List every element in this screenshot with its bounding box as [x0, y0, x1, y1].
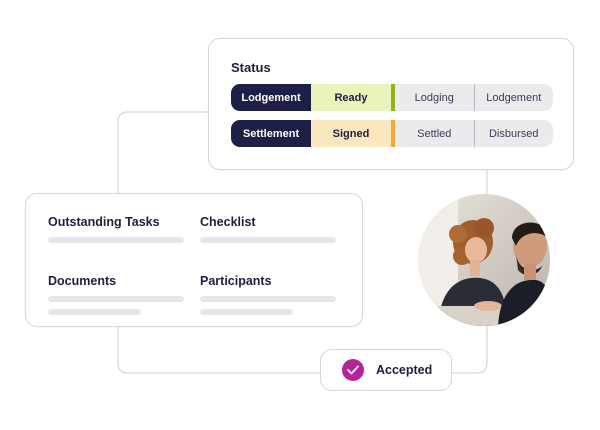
section-title: Checklist — [200, 215, 256, 229]
section-participants[interactable]: Participants — [200, 274, 352, 326]
section-outstanding-tasks[interactable]: Outstanding Tasks — [48, 215, 200, 254]
status-step: Lodging — [414, 91, 454, 104]
section-title: Documents — [48, 274, 117, 288]
accepted-badge[interactable]: Accepted — [320, 349, 452, 391]
status-row-lodgement[interactable]: Lodgement Ready Lodging Lodgement — [231, 84, 553, 111]
status-card: Status Lodgement Ready Lodging Lodgement… — [208, 38, 574, 170]
skeleton-line — [48, 296, 184, 302]
status-accent-bar — [391, 84, 395, 111]
status-step: Disbursed — [488, 127, 539, 140]
skeleton-line — [200, 309, 293, 315]
status-row-settlement[interactable]: Settlement Signed Settled Disbursed — [231, 120, 553, 147]
status-step: Lodgement — [486, 91, 542, 104]
people-photo-illustration — [418, 194, 550, 326]
skeleton-line — [48, 237, 184, 243]
status-row-label: Settlement — [231, 120, 311, 147]
skeleton-line — [200, 237, 336, 243]
status-step-divider — [473, 84, 475, 111]
status-title: Status — [231, 60, 271, 75]
section-checklist[interactable]: Checklist — [200, 215, 352, 254]
status-step-divider — [473, 120, 475, 147]
check-icon — [342, 359, 364, 381]
status-stage-ready: Ready — [311, 84, 391, 111]
accepted-label: Accepted — [376, 363, 433, 377]
section-title: Participants — [200, 274, 272, 288]
status-accent-bar — [391, 120, 395, 147]
status-step: Settled — [417, 127, 452, 140]
status-row-label: Lodgement — [231, 84, 311, 111]
tasks-card: Outstanding Tasks Checklist Documents Pa… — [25, 193, 363, 327]
skeleton-line — [200, 296, 336, 302]
section-title: Outstanding Tasks — [48, 215, 160, 229]
skeleton-line — [48, 309, 141, 315]
status-stage-signed: Signed — [311, 120, 391, 147]
people-photo — [418, 194, 550, 326]
section-documents[interactable]: Documents — [48, 274, 200, 326]
